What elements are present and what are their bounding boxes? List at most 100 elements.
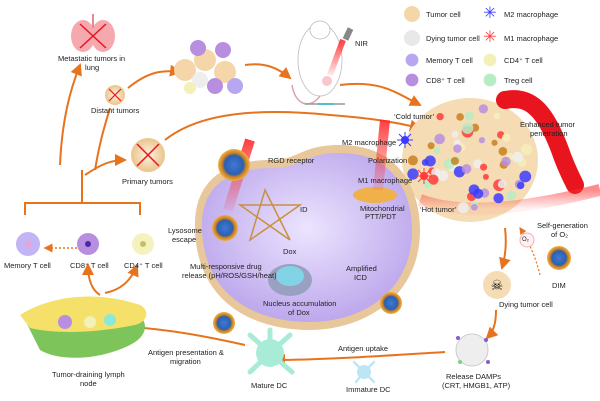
tumor-mass-cell	[451, 130, 459, 138]
tumor-mass-cell	[482, 173, 489, 180]
label-cd4-t-cell: CD4⁺ T cell	[124, 261, 163, 270]
label-primary-tumors: Primary tumors	[122, 177, 173, 186]
tumor-mass-cell	[493, 112, 501, 120]
label-enhanced: Enhanced tumor	[520, 120, 576, 129]
m1-macrophage-icon: ✳	[483, 29, 497, 46]
nanoparticle	[213, 312, 235, 334]
label-id: ID	[300, 205, 308, 214]
tumor-mass-cell	[453, 144, 462, 153]
label-polarization: Polarization	[368, 156, 408, 165]
immature-dc-icon	[352, 360, 376, 384]
label-self-generation: Self-generation	[537, 221, 588, 230]
arrow-damps-to-dc	[273, 351, 446, 366]
legend-item-dying-tumor-cell: Dying tumor cell	[404, 30, 480, 46]
arrow-primary-to-tumor	[164, 110, 422, 141]
label-mitochondrial: Mitochondrial	[360, 204, 405, 213]
cd4-t-cell-icon	[483, 53, 497, 67]
label-multi-responsive-2: release (pH/ROS/GSH/heat)	[182, 271, 277, 280]
memory-t-cell-icon	[405, 53, 419, 67]
legend-item-treg-cell: Treg cell	[482, 72, 532, 88]
cell-cluster-icon	[174, 40, 243, 94]
arrow-lymph-to-cd4	[104, 264, 139, 294]
legend-item-cd8-t-cell: CD8⁺ T cell	[404, 72, 465, 88]
label-lysosome: Lysosome	[168, 226, 202, 235]
label-dying-tumor-cell: Dying tumor cell	[499, 300, 553, 309]
primary-tumor-icon	[131, 138, 165, 172]
legend-item-m2-macrophage: ✳M2 macrophage	[483, 5, 559, 22]
label-hot-tumor: ‘Hot tumor’	[420, 205, 457, 214]
tumor-mass-cell	[497, 179, 507, 189]
label-m2-macrophage: M2 macrophage	[342, 138, 397, 147]
tumor-mass-cell	[461, 164, 472, 174]
tumor-mass-cell	[472, 159, 483, 169]
label-rgd-receptor: RGD receptor	[268, 156, 315, 165]
cd8-t-cell-icon	[77, 233, 99, 255]
label-nucleus: Nucleus accumulation	[263, 299, 337, 308]
label-immature-dc: Immature DC	[346, 385, 391, 394]
tumor-mass-cell	[506, 190, 517, 201]
tumor-mass-cell	[436, 112, 444, 121]
lymph-node-icon	[20, 296, 147, 358]
tumor-mass-cell	[434, 133, 445, 145]
label-lymph-node-2: node	[80, 379, 97, 388]
label-nir: NIR	[355, 39, 368, 48]
arrow-tumor-to-dying	[499, 227, 511, 270]
tumor-mass-cell	[456, 113, 464, 121]
oxygen-icon	[519, 232, 535, 248]
legend-item-cd4-t-cell: CD4⁺ T cell	[482, 52, 543, 68]
label-antigen-uptake: Antigen uptake	[338, 344, 389, 353]
label-nucleus-2: of Dox	[288, 308, 310, 317]
target-cell	[195, 145, 420, 330]
arrow-dying-to-damps	[485, 309, 499, 340]
label-memory-t-cell: Memory T cell	[4, 261, 51, 270]
tumor-mass-cell	[478, 137, 486, 144]
legend-item-m1-macrophage: ✳M1 macrophage	[483, 29, 559, 46]
tumor-mass-cell	[424, 155, 436, 167]
branch-bracket	[24, 170, 141, 215]
dying-tumor-cell-icon	[404, 30, 420, 46]
label-cd8-t-cell: CD8⁺ T cell	[70, 261, 109, 270]
label-multi-responsive: Multi-responsive drug	[190, 262, 262, 271]
label-ptt-pdt: PTT/PDT	[365, 212, 397, 221]
label-metastatic: Metastatic tumors in	[58, 54, 126, 63]
label-self-generation-2: of O₂	[551, 230, 569, 239]
nanoparticle-dim	[547, 246, 571, 270]
label-antigen-presentation-2: migration	[170, 357, 201, 366]
memory-t-cell-icon	[16, 232, 40, 256]
tumor-mass-cell	[493, 193, 504, 204]
arrow-cells-to-mouse	[244, 63, 292, 80]
tumor-mass	[402, 90, 600, 222]
legend-item-tumor-cell: Tumor cell	[404, 6, 461, 22]
m2-macrophage-icon: ✳	[483, 5, 497, 22]
cd8-t-cell-icon	[405, 73, 419, 87]
arrow-to-distant	[94, 107, 111, 171]
tumor-mass-cell	[428, 174, 439, 185]
label-lymph-node: Tumor-draining lymph	[52, 370, 125, 379]
label-enhanced-2: penetration	[530, 129, 568, 138]
label-metastatic-2: lung	[85, 63, 100, 72]
tumor-mass-cell	[461, 122, 474, 134]
label-distant-tumors: Distant tumors	[91, 106, 140, 115]
arrow-mouse-to-tumor	[339, 82, 422, 106]
mouse-icon	[291, 20, 354, 105]
tumor-mass-cell	[464, 111, 474, 121]
label-dim: DIM	[552, 281, 566, 290]
treg-cell-icon	[483, 73, 497, 87]
tumor-mass-cell	[450, 156, 459, 166]
tumor-mass-cell	[427, 142, 435, 150]
mature-dc-icon	[247, 327, 295, 375]
nanoparticle	[212, 215, 238, 241]
tumor-mass-cell	[478, 104, 488, 114]
label-cold-tumor: ‘Cold tumor’	[394, 112, 435, 121]
arrow-distant-to-cells	[127, 64, 182, 89]
blood-vessel	[496, 90, 584, 194]
legend: Tumor cell ✳M2 macrophage Dying tumor ce…	[400, 4, 600, 90]
laser-beam	[373, 119, 390, 191]
tumor-mass-cell	[501, 133, 511, 143]
label-antigen-presentation: Antigen presentation &	[148, 348, 224, 357]
label-dox: Dox	[283, 247, 297, 256]
tumor-cell-icon	[404, 6, 420, 22]
damps-release-icon	[455, 333, 490, 367]
label-amplified: Amplified	[346, 264, 377, 273]
